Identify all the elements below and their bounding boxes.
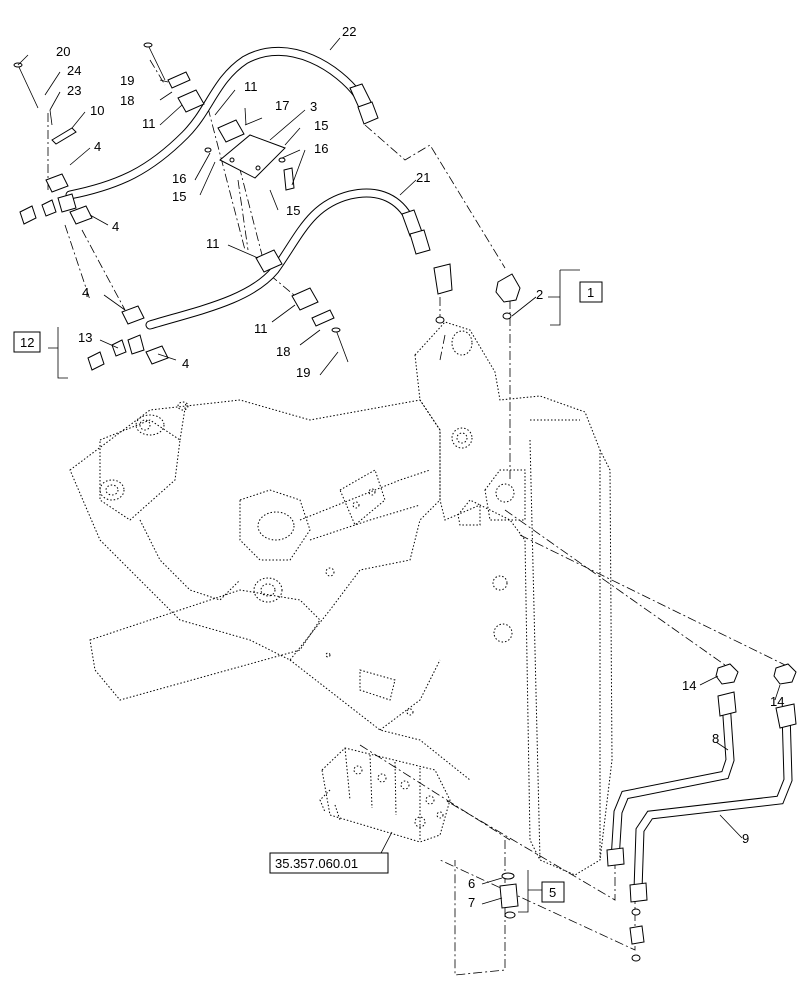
callout-13[interactable]: 13 xyxy=(78,330,92,345)
callout-box-1 xyxy=(579,281,603,303)
hose-21 xyxy=(145,188,431,330)
callout-11-a[interactable]: 11 xyxy=(142,116,156,131)
callout-10[interactable]: 10 xyxy=(90,103,104,118)
callout-16-b[interactable]: 16 xyxy=(172,171,186,186)
callout-6[interactable]: 6 xyxy=(468,876,475,891)
callout-4-a[interactable]: 4 xyxy=(94,139,101,154)
callout-14-a[interactable]: 14 xyxy=(682,678,696,693)
callout-3[interactable]: 3 xyxy=(310,99,317,114)
control-valve-block xyxy=(319,747,451,843)
callout-18-b[interactable]: 18 xyxy=(276,344,290,359)
callout-20[interactable]: 20 xyxy=(56,44,70,59)
callout-1[interactable]: 1 xyxy=(587,285,594,300)
callout-4-c[interactable]: 4 xyxy=(82,285,89,300)
callout-4-b[interactable]: 4 xyxy=(112,219,119,234)
callout-19-a[interactable]: 19 xyxy=(120,73,134,88)
callout-11-b[interactable]: 11 xyxy=(244,79,258,94)
callout-23[interactable]: 23 xyxy=(67,83,81,98)
callout-5[interactable]: 5 xyxy=(549,885,556,900)
callout-22[interactable]: 22 xyxy=(342,24,356,39)
callout-24[interactable]: 24 xyxy=(67,63,81,78)
callout-9[interactable]: 9 xyxy=(742,831,749,846)
callout-box-12 xyxy=(13,331,41,353)
callout-7[interactable]: 7 xyxy=(468,895,475,910)
callout-19-b[interactable]: 19 xyxy=(296,365,310,380)
callout-2[interactable]: 2 xyxy=(536,287,543,302)
callout-15-a[interactable]: 15 xyxy=(314,118,328,133)
callout-15-b[interactable]: 15 xyxy=(172,189,186,204)
callout-21[interactable]: 21 xyxy=(416,170,430,185)
callout-15-c[interactable]: 15 xyxy=(286,203,300,218)
hose-22 xyxy=(65,46,379,200)
callout-16-a[interactable]: 16 xyxy=(314,141,328,156)
callout-18-a[interactable]: 18 xyxy=(120,93,134,108)
reference-box xyxy=(269,852,389,874)
leader-lines xyxy=(17,37,781,913)
callout-11-c[interactable]: 11 xyxy=(206,236,220,251)
callout-17[interactable]: 17 xyxy=(275,98,289,113)
callout-11-d[interactable]: 11 xyxy=(254,321,268,336)
callout-box-5 xyxy=(541,881,565,903)
callout-labels: 20 24 23 10 4 4 4 4 13 12 19 18 11 11 17… xyxy=(13,24,784,910)
reference-number[interactable]: 35.357.060.01 xyxy=(275,856,358,871)
fittings xyxy=(13,42,797,962)
loader-frame xyxy=(69,321,613,876)
callout-8[interactable]: 8 xyxy=(712,731,719,746)
routing-lines xyxy=(47,59,786,976)
callout-4-d[interactable]: 4 xyxy=(182,356,189,371)
callout-14-b[interactable]: 14 xyxy=(770,694,784,709)
callout-12[interactable]: 12 xyxy=(20,335,34,350)
